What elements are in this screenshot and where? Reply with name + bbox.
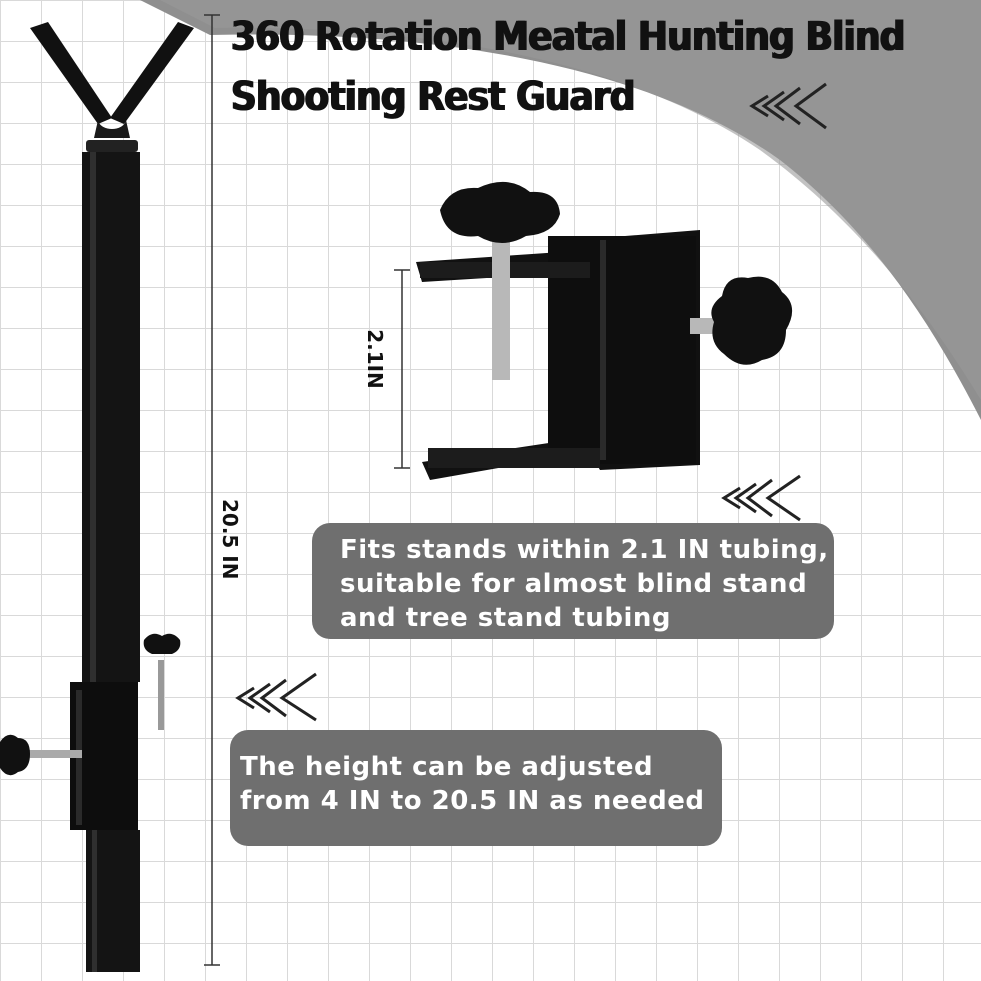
title-line-2: Shooting Rest Guard — [230, 74, 635, 120]
height-callout-line-2: from 4 IN to 20.5 IN as needed — [240, 786, 705, 816]
height-callout: The height can be adjusted from 4 IN to … — [230, 730, 722, 846]
fits-callout: Fits stands within 2.1 IN tubing, suitab… — [312, 523, 834, 639]
y-rest — [30, 22, 194, 152]
pole-clamp — [0, 633, 181, 776]
dimension-label-height: 20.5 IN — [218, 499, 242, 580]
chevron-arrows-icon — [749, 82, 827, 130]
height-callout-line-1: The height can be adjusted — [240, 752, 654, 782]
dimension-line-height — [204, 14, 220, 966]
pole — [70, 152, 140, 972]
dimension-line-clamp — [394, 269, 410, 469]
chevron-arrows-icon — [235, 672, 317, 722]
fits-callout-line-1: Fits stands within 2.1 IN tubing, — [340, 535, 829, 565]
title-line-1: 360 Rotation Meatal Hunting Blind — [230, 14, 905, 60]
chevron-arrows-icon — [721, 474, 801, 522]
fits-callout-line-3: and tree stand tubing — [340, 603, 671, 633]
c-clamp — [416, 181, 793, 480]
fits-callout-line-2: suitable for almost blind stand — [340, 569, 808, 599]
dimension-label-clamp: 2.1IN — [363, 329, 387, 389]
